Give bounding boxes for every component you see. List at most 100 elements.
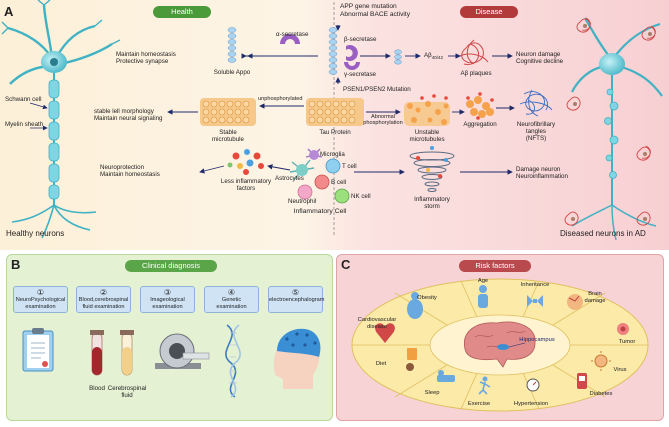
- abnormal-phosphorylation-label: Abnormal phosphorylation: [363, 114, 403, 127]
- age-icon: [478, 285, 488, 308]
- diseased-neuron-icon: [564, 17, 663, 241]
- soluble-appo-icon: [227, 27, 237, 63]
- healthy-neuron-icon: [1, 0, 121, 239]
- neutrophil-label: Neutrophil: [288, 198, 317, 205]
- panel-b-letter: B: [11, 257, 21, 272]
- health-badge: Health: [153, 6, 211, 18]
- healthy-neurons-label: Healthy neurons: [6, 229, 65, 238]
- unstable-microtubules-label: Unstable microtubules: [409, 129, 445, 144]
- unstable-microtubule-icon: [404, 94, 450, 126]
- gamma-secretase-label: γ-secretase: [344, 71, 376, 78]
- exercise-icon: [478, 376, 491, 395]
- cardiovascular-label: Cardiovascular disease: [357, 317, 397, 330]
- myelin-sheath-label: Myelin sheath: [5, 121, 44, 128]
- stable-microtubule-label: Stable microtubule: [212, 129, 244, 144]
- csf-label: Cerebrospinal fluid: [107, 385, 147, 400]
- stable-microtubule-icon: [200, 98, 256, 126]
- plaque-icon: [459, 39, 489, 65]
- unphosphorylated-label: unphosphorylated: [258, 96, 303, 102]
- test-tube-icon: [90, 330, 134, 376]
- tumor-label: Tumor: [618, 339, 636, 345]
- abeta-label: Aβ40/42: [424, 52, 443, 61]
- tumor-icon: [617, 323, 629, 335]
- inheritance-icon: [527, 295, 543, 307]
- cell-morphology-label: stable lell morphology Maintain neural s…: [94, 108, 163, 123]
- clinical-diagnosis-badge: Clinical diagnosis: [125, 260, 217, 272]
- diabetes-label: Diabetes: [589, 391, 613, 397]
- inflammatory-storm-label: Inflammatory storm: [414, 196, 450, 211]
- neuron-damage-label: Neuron damage Cognitive decline: [516, 51, 564, 66]
- diseased-neurons-label: Diseased neurons in AD: [560, 229, 646, 238]
- aggregation-label: Aggregation: [463, 121, 497, 128]
- beta-secretase-label: β-secretase: [344, 36, 377, 43]
- panel-c-letter: C: [341, 257, 351, 272]
- diet-icon: [406, 348, 417, 371]
- homeostasis-label: Maintain homeostasis Protective synapse: [116, 51, 176, 66]
- app-chain-icon: [328, 27, 338, 75]
- app-mutation-label: APP gene mutation Abnormal BACE activity: [340, 3, 410, 18]
- brain-damage-label: Brain damage: [584, 291, 606, 304]
- panel-c-art: [351, 278, 649, 412]
- gamma-secretase-icon: [344, 62, 360, 70]
- panel-a-letter: A: [4, 4, 14, 19]
- b-cell-label: B cell: [331, 179, 347, 186]
- panel-b-art: [22, 324, 321, 398]
- alpha-secretase-icon: [280, 34, 300, 44]
- exercise-label: Exercise: [467, 401, 491, 407]
- brain-icon: [464, 321, 536, 368]
- storm-icon: [409, 146, 455, 192]
- tau-protein-label: Tau Protein: [319, 129, 351, 136]
- mri-scanner-icon: [155, 333, 210, 369]
- inflammatory-factor-icon: [227, 149, 264, 175]
- aggregation-icon: [466, 92, 494, 120]
- disease-badge: Disease: [460, 6, 518, 18]
- nfts-label: Neurofibrillary tangles (NFTS): [516, 121, 556, 143]
- panel-a-art: [0, 0, 669, 250]
- diabetes-icon: [577, 373, 587, 389]
- eeg-head-icon: [273, 328, 321, 389]
- abeta-plaques-label: Aβ plaques: [460, 70, 492, 77]
- immune-cell-icon: [289, 148, 350, 204]
- risk-factors-badge: Risk factors: [459, 260, 531, 272]
- t-cell-label: T cell: [342, 163, 357, 170]
- hypertension-label: Hypertension: [513, 401, 549, 407]
- virus-icon: [591, 351, 611, 371]
- psen-mutation-label: PSEN1/PSEN2 Mutation: [343, 86, 411, 93]
- sleep-label: Sleep: [424, 390, 440, 396]
- dna-icon: [225, 324, 241, 398]
- hippocampus-label: Hippocampus: [519, 337, 555, 343]
- obesity-icon: [407, 292, 423, 319]
- alpha-secretase-label: α-secretase: [276, 31, 309, 38]
- sleep-icon: [437, 370, 455, 382]
- nk-cell-label: NK cell: [351, 193, 371, 200]
- obesity-label: Obesity: [417, 295, 437, 301]
- inheritance-label: Inheritance: [520, 282, 550, 288]
- hypertension-icon: [526, 378, 540, 392]
- inflammatory-cell-label: Inflammatory Cell: [293, 208, 347, 215]
- virus-label: Virus: [613, 367, 627, 373]
- damage-neuron-label: Damage neuron Neuroinflammation: [516, 166, 568, 181]
- abeta-fragment-icon: [394, 49, 402, 65]
- cardiovascular-icon: [375, 323, 395, 343]
- panel-a: A Health Disease Schwann cell Myelin she…: [0, 0, 669, 250]
- less-inflammatory-label: Less inflammatory factors: [220, 178, 272, 193]
- neuroprotection-label: Neuroprotection Maintain homeostasis: [100, 164, 160, 179]
- diet-label: Diet: [375, 361, 387, 367]
- clipboard-icon: [22, 328, 54, 372]
- blood-label: Blood: [89, 385, 105, 392]
- brain-damage-icon: [567, 294, 583, 310]
- schwann-cell-label: Schwann cell: [5, 96, 42, 103]
- beta-secretase-icon: [346, 44, 358, 61]
- microglia-label: Microglia: [320, 151, 345, 158]
- tau-microtubule-icon: [306, 98, 364, 126]
- tangle-icon: [519, 89, 553, 117]
- panel-c: C Risk factors: [336, 254, 664, 421]
- astrocytes-label: Astrocytes: [275, 175, 304, 182]
